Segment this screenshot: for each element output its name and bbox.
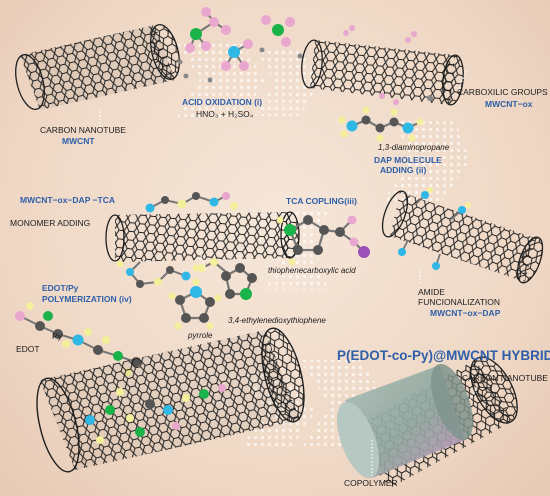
label-mwcnt: MWCNT — [62, 136, 95, 146]
label-dap-adding-2: ADDING (ii) — [380, 165, 427, 175]
label-mwcnt-ox: MWCNT−ox — [485, 99, 533, 109]
label-polymerization: POLYMERIZATION (iv) — [42, 294, 132, 304]
label-dap-adding-1: DAP MOLECULE — [374, 155, 442, 165]
hybrid-title: P(EDOT-co-Py)@MWCNT HYBRID — [337, 348, 550, 363]
nanotube-hybrid — [36, 327, 305, 473]
nanotube-monomer-adding — [105, 211, 300, 262]
label-copolymer: COPOLYMER — [344, 478, 398, 488]
label-carbon-nanotube-top: CARBON NANOTUBE — [40, 125, 126, 135]
nanotube-mwcnt-ox — [301, 25, 464, 106]
label-thiophenecarboxylic-acid: thiophenecarboxylic acid — [268, 266, 356, 275]
label-carboxilic-groups: CARBOXILIC GROUPS — [457, 87, 548, 97]
label-edot-py: EDOT/Py — [42, 283, 79, 293]
leader-lines — [99, 69, 479, 476]
label-amide-2: FUNCIONALIZATION — [418, 297, 501, 307]
tca-dap-molecules — [116, 192, 238, 288]
copolymer-shell-tube — [336, 356, 518, 488]
acid-molecules — [177, 7, 303, 83]
label-monomer-adding: MONOMER ADDING — [10, 218, 91, 228]
label-acid-formula: HNO₃ + H₂SO₄ — [196, 109, 254, 119]
copolymer-chain — [15, 302, 141, 376]
dap-molecule — [338, 106, 424, 142]
nanotube-amide — [381, 187, 544, 284]
nanotube-mwcnt — [15, 24, 180, 110]
label-mwcnt-ox-dap: MWCNT−ox−DAP — [430, 308, 501, 318]
label-edot: EDOT — [16, 344, 40, 354]
label-py: Py — [52, 331, 62, 341]
label-edot-full-name: 3,4-ethylenedioxythiophene — [228, 316, 326, 325]
label-carbon-nanotube-bottom: CARBON NANOTUBE — [462, 373, 548, 383]
monomer-molecules — [168, 258, 257, 330]
label-diaminopropane: 1,3-diaminopropane — [378, 143, 450, 152]
tca-molecule — [276, 215, 370, 266]
label-mwcnt-ox-dap-tca: MWCNT−ox−DAP −TCA — [20, 195, 116, 205]
label-acid-oxidation: ACID OXIDATION (i) — [182, 97, 263, 107]
label-pyrrole: pyrrole — [188, 331, 213, 340]
label-tca-copling: TCA COPLING(iii) — [286, 196, 357, 206]
label-amide-1: AMIDE — [418, 287, 445, 297]
